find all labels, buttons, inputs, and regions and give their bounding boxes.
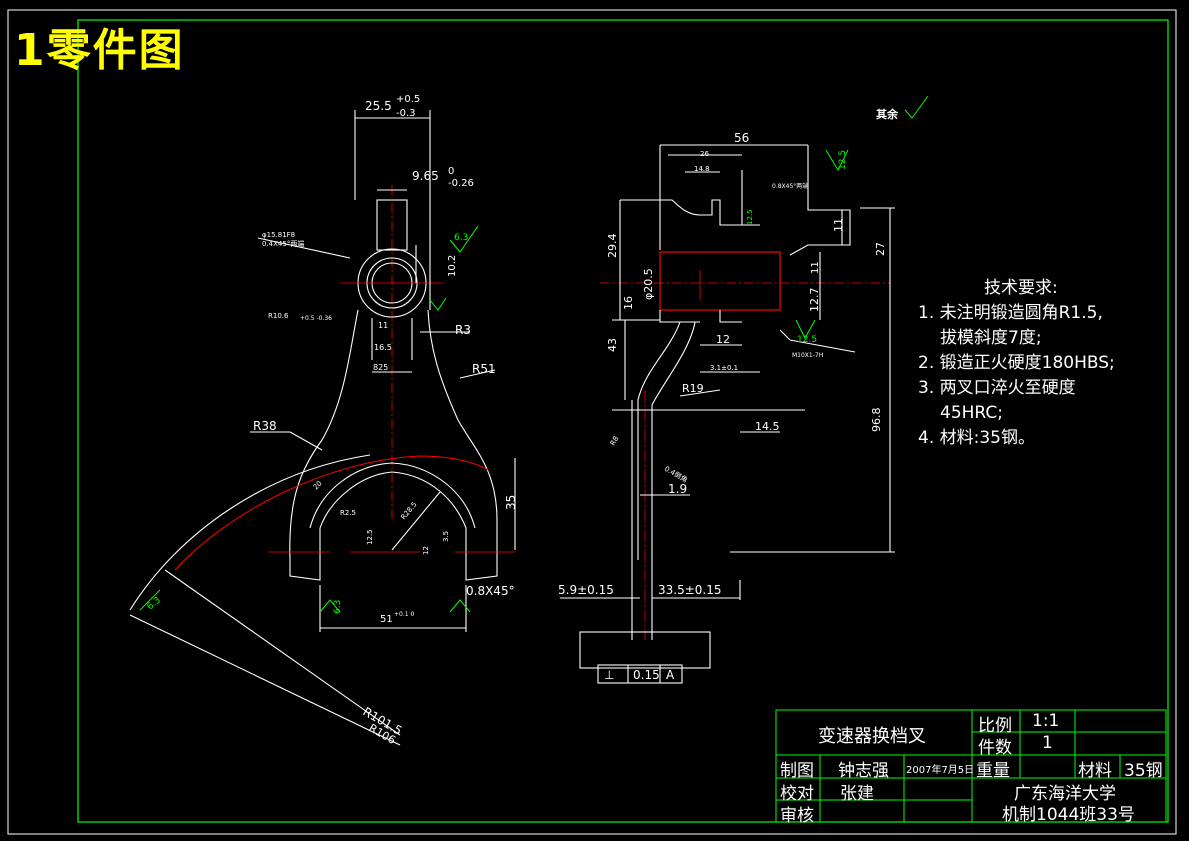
outer-border — [7, 9, 1177, 835]
checked-label: 校对 — [780, 784, 814, 804]
dim-tol: +0.1 0 — [394, 611, 414, 618]
dim-r3: R3 — [455, 323, 471, 337]
dim-43: 43 — [606, 338, 619, 352]
dim-14-8: 14.8 — [694, 165, 710, 173]
dim-chamfer-note: 0.8X45°两端 — [772, 182, 808, 190]
dim-16: 16 — [622, 296, 635, 310]
dim-33-5: 33.5±0.15 — [658, 583, 722, 597]
roughness-symbols — [139, 95, 929, 613]
material-value: 35钢 — [1124, 761, 1163, 781]
dim-12b: 12 — [716, 333, 730, 346]
weight-label: 重量 — [976, 761, 1010, 781]
dim-35: 35 — [504, 495, 518, 510]
dim-phi20-5: φ20.5 — [642, 268, 655, 300]
dim-5-9: 5.9±0.15 — [558, 583, 614, 597]
roughness-note-label: 其余 — [876, 107, 899, 121]
dim-10-2: 10.2 — [447, 255, 458, 277]
tech-line: 3. 两叉口淬火至硬度 — [918, 378, 1076, 398]
title-block — [775, 709, 1167, 823]
dim-14-5: 14.5 — [755, 420, 780, 433]
drawn-by: 钟志强 — [838, 761, 889, 781]
dim-r38: R38 — [253, 419, 277, 433]
dimension-texts: 25.5 +0.5 -0.3 9.65 0 -0.26 φ15.81F8 0.4… — [253, 94, 887, 747]
drawn-label: 制图 — [780, 761, 814, 781]
dim-56: 56 — [734, 131, 749, 145]
dim-r10: R10.6 — [268, 312, 289, 320]
tolerance-value: 0.15 — [633, 668, 660, 682]
material-label: 材料 — [1078, 761, 1112, 781]
dim-16-5: 16.5 — [374, 343, 392, 352]
qty-value: 1 — [1042, 733, 1053, 753]
class-info: 机制1044班33号 — [1002, 805, 1135, 825]
dim-tol: +0.5 -0.36 — [300, 315, 332, 322]
datum-label: A — [666, 668, 675, 682]
scale-label: 比例 — [978, 716, 1012, 736]
qty-label: 件数 — [978, 738, 1012, 758]
dim-3-5: 3.5 — [442, 531, 450, 542]
tech-line: 拔模斜度7度; — [940, 328, 1042, 348]
roughness-63: 6.3 — [333, 600, 343, 614]
dim-r2-5: R2.5 — [340, 509, 356, 517]
roughness-125: 12.5 — [838, 150, 848, 170]
dim-1-9: 1.9 — [668, 482, 687, 496]
dim-29-4: 29.4 — [606, 234, 619, 259]
dim-r8: R8 — [609, 435, 621, 447]
dim-12: 12 — [422, 546, 430, 555]
dim-r19: R19 — [682, 382, 704, 395]
dim-hole: φ15.81F8 — [262, 231, 295, 239]
roughness-125: 12.5 — [746, 209, 754, 225]
roughness-63: 6.3 — [146, 595, 163, 612]
dim-26: 26 — [700, 150, 709, 158]
drawing-date: 2007年7月5日 — [906, 765, 975, 776]
dim-20: 20 — [312, 479, 324, 491]
dim-11: 11 — [378, 321, 388, 330]
dim-3-1: 3.1±0.1 — [710, 364, 738, 372]
dim-27: 27 — [874, 242, 887, 256]
dim-12-7: 12.7 — [808, 288, 821, 313]
tech-line: 45HRC; — [940, 403, 1003, 423]
checked-by: 张建 — [840, 784, 874, 804]
roughness-125: 12.5 — [797, 335, 817, 345]
tech-requirements: 技术要求: 1. 未注明锻造圆角R1.5, 拔模斜度7度; 2. 锻造正火硬度1… — [918, 276, 1115, 451]
dim-tol: -0.3 — [396, 108, 416, 119]
dim-96-8: 96.8 — [870, 408, 883, 433]
front-view — [129, 110, 516, 746]
dim-tol: -0.26 — [448, 178, 474, 189]
dim-tol: 0 — [448, 166, 454, 177]
side-view — [560, 144, 895, 684]
part-name: 变速器换档叉 — [818, 726, 926, 747]
dim-51: 51 — [380, 614, 393, 625]
dim-11-2: 11 — [810, 261, 821, 274]
inner-frame — [77, 19, 1169, 823]
dim-chamfer-08: 0.8X45° — [466, 584, 515, 598]
dim-r28: R28.5 — [399, 500, 418, 521]
dim-825: 825 — [373, 363, 388, 372]
dim-slot: 9.65 — [412, 169, 439, 183]
tech-line: 2. 锻造正火硬度180HBS; — [918, 353, 1115, 373]
dim-m10: M10X1-7H — [792, 352, 823, 359]
tech-heading: 技术要求: — [984, 278, 1058, 298]
dim-12-5: 12.5 — [366, 529, 374, 545]
perpendicularity-icon: ⊥ — [604, 668, 614, 682]
scale-value: 1:1 — [1032, 711, 1060, 731]
dim-r51: R51 — [472, 362, 496, 376]
approved-label: 审核 — [780, 806, 814, 826]
tech-line: 1. 未注明锻造圆角R1.5, — [918, 303, 1103, 323]
dim-11b: 11 — [832, 218, 845, 232]
sheet-title: 1零件图 — [14, 25, 185, 76]
tech-line: 4. 材料:35钢。 — [918, 428, 1035, 448]
dim-width-top: 25.5 — [365, 99, 392, 113]
school-name: 广东海洋大学 — [1014, 784, 1116, 804]
dim-tol: +0.5 — [396, 94, 420, 105]
roughness-63: 6.3 — [454, 233, 468, 243]
dim-chamfer: 0.4X45°两端 — [262, 239, 304, 248]
